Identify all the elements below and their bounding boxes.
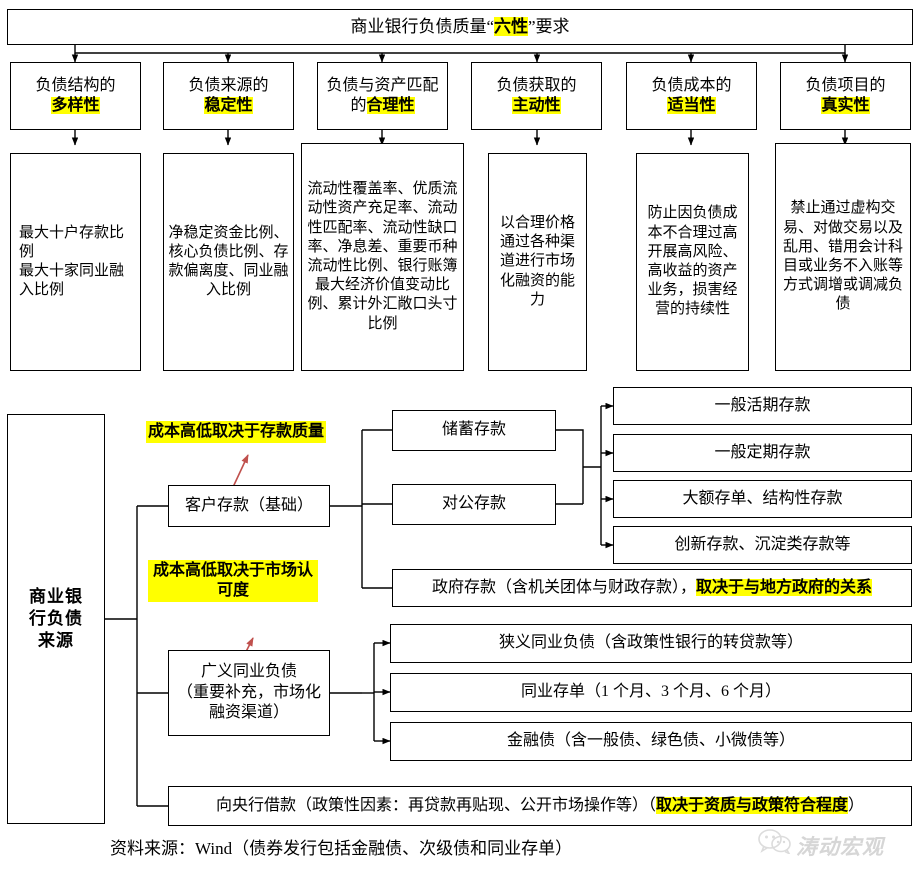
title-highlight: 六性 bbox=[494, 17, 528, 37]
six-label-hl-5: 真实性 bbox=[821, 97, 870, 114]
leaf-ncd-structured-deposits: 大额存单、结构性存款 bbox=[613, 480, 912, 518]
leaf-narrow-interbank-label: 狭义同业负债（含政策性银行的转贷款等） bbox=[498, 634, 803, 652]
six-box-0: 负债结构的 多样性 bbox=[10, 62, 141, 130]
annotation-market-recognition: 成本高低取决于市场认可度 bbox=[148, 560, 318, 602]
six-box-4: 负债成本的 适当性 bbox=[626, 62, 757, 130]
row-central-bank-borrowing: 向央行借款（政策性因素：再贷款再贴现、公开市场操作等）（取决于资质与政策符合程度… bbox=[168, 786, 912, 826]
child-savings-deposits: 储蓄存款 bbox=[392, 410, 556, 451]
central-bank-highlight: 取决于资质与政策符合程度 bbox=[655, 796, 848, 814]
leaf-narrow-interbank: 狭义同业负债（含政策性银行的转贷款等） bbox=[390, 624, 912, 663]
detail-box-2: 流动性覆盖率、优质流动性资产充足率、流动性匹配率、流动性缺口率、净息差、重要币种… bbox=[301, 143, 464, 371]
detail-box-1: 净稳定资金比例、核心负债比例、存款偏离度、同业融入比例 bbox=[163, 153, 294, 371]
government-deposits-plain: 政府存款（含机关团体与财政存款）， bbox=[431, 578, 696, 596]
node-broad-interbank-label: 广义同业负债 （重要补充，市场化融资渠道） bbox=[176, 663, 321, 722]
annotation-market-recognition-text: 成本高低取决于市场认可度 bbox=[152, 562, 313, 599]
six-label-hl-3: 主动性 bbox=[512, 97, 561, 114]
six-box-5: 负债项目的 真实性 bbox=[780, 62, 911, 130]
watermark-text: 涛动宏观 bbox=[796, 835, 884, 859]
six-label-pre-1: 负债来源的 bbox=[188, 76, 269, 94]
leaf-time-deposits: 一般定期存款 bbox=[613, 434, 912, 472]
leaf-demand-deposits: 一般活期存款 bbox=[613, 387, 912, 425]
detail-text-0: 最大十户存款比例 最大十家同业融入比例 bbox=[19, 224, 125, 299]
detail-box-3: 以合理价格通过各种渠道进行市场化融资的能力 bbox=[488, 153, 587, 371]
six-label-pre-4: 负债成本的 bbox=[651, 76, 732, 94]
child-corporate-deposits-label: 对公存款 bbox=[441, 495, 506, 513]
child-savings-deposits-label: 储蓄存款 bbox=[441, 421, 506, 439]
leaf-ncd-label: 同业存单（1 个月、3 个月、6 个月） bbox=[520, 683, 781, 701]
wechat-icon bbox=[758, 828, 792, 859]
detail-text-3: 以合理价格通过各种渠道进行市场化融资的能力 bbox=[499, 215, 575, 308]
top-title-box: 商业银行负债质量“六性”要求 bbox=[7, 9, 913, 45]
source-note: 资料来源：Wind（债券发行包括金融债、次级债和同业存单） bbox=[110, 834, 572, 859]
detail-text-4: 防止因负债成本不合理过高开展高风险、高收益的资产业务，损害经营的持续性 bbox=[647, 205, 738, 318]
detail-box-5: 禁止通过虚构交易、对做交易以及乱用、错用会计科目或业务不入账等方式调增或调减负债 bbox=[775, 143, 911, 371]
leaf-demand-deposits-label: 一般活期存款 bbox=[714, 396, 811, 414]
leaf-innovative-deposits-label: 创新存款、沉淀类存款等 bbox=[674, 535, 851, 553]
root-label: 商业银 行负债 来源 bbox=[29, 587, 83, 650]
leaf-time-deposits-label: 一般定期存款 bbox=[714, 443, 811, 461]
leaf-ncd-structured-deposits-label: 大额存单、结构性存款 bbox=[682, 489, 843, 507]
government-deposits-highlight: 取决于与地方政府的关系 bbox=[696, 578, 873, 596]
six-label-pre-5: 负债项目的 bbox=[805, 76, 886, 94]
six-label-hl-2: 合理性 bbox=[366, 97, 415, 114]
detail-text-2: 流动性覆盖率、优质流动性资产充足率、流动性匹配率、流动性缺口率、净息差、重要币种… bbox=[307, 181, 458, 332]
six-label-hl-1: 稳定性 bbox=[204, 97, 253, 114]
leaf-ncd: 同业存单（1 个月、3 个月、6 个月） bbox=[390, 673, 912, 712]
annotation-deposit-cost-text: 成本高低取决于存款质量 bbox=[148, 423, 325, 440]
row-government-deposits: 政府存款（含机关团体与财政存款），取决于与地方政府的关系 bbox=[392, 569, 912, 607]
six-label-hl-4: 适当性 bbox=[667, 97, 716, 114]
detail-box-4: 防止因负债成本不合理过高开展高风险、高收益的资产业务，损害经营的持续性 bbox=[636, 153, 749, 371]
central-bank-tail: ） bbox=[848, 796, 865, 814]
central-bank-plain: 向央行借款（政策性因素：再贷款再贴现、公开市场操作等）（ bbox=[215, 796, 656, 814]
leaf-financial-bonds: 金融债（含一般债、绿色债、小微债等） bbox=[390, 722, 912, 761]
node-broad-interbank-liabilities: 广义同业负债 （重要补充，市场化融资渠道） bbox=[168, 650, 330, 736]
annotation-deposit-cost: 成本高低取决于存款质量 bbox=[146, 421, 327, 443]
node-customer-deposits-label: 客户存款（基础） bbox=[184, 496, 313, 514]
six-box-1: 负债来源的 稳定性 bbox=[163, 62, 294, 130]
leaf-financial-bonds-label: 金融债（含一般债、绿色债、小微债等） bbox=[506, 732, 795, 750]
detail-text-5: 禁止通过虚构交易、对做交易以及乱用、错用会计科目或业务不入账等方式调增或调减负债 bbox=[782, 200, 903, 313]
six-box-2: 负债与资产匹配的合理性 bbox=[317, 62, 448, 130]
six-label-pre-0: 负债结构的 bbox=[35, 76, 116, 94]
six-label-hl-0: 多样性 bbox=[51, 97, 100, 114]
root-box-liability-source: 商业银 行负债 来源 bbox=[7, 414, 105, 824]
six-label-2: 负债与资产匹配的合理性 bbox=[326, 76, 439, 114]
child-corporate-deposits: 对公存款 bbox=[392, 484, 556, 525]
top-title-text: 商业银行负债质量“六性”要求 bbox=[350, 17, 570, 37]
node-customer-deposits: 客户存款（基础） bbox=[168, 485, 330, 527]
leaf-innovative-deposits: 创新存款、沉淀类存款等 bbox=[613, 526, 912, 564]
six-box-3: 负债获取的 主动性 bbox=[471, 62, 602, 130]
detail-text-1: 净稳定资金比例、核心负债比例、存款偏离度、同业融入比例 bbox=[168, 224, 289, 299]
source-note-text: 资料来源：Wind（债券发行包括金融债、次级债和同业存单） bbox=[110, 839, 573, 858]
detail-box-0: 最大十户存款比例 最大十家同业融入比例 bbox=[10, 153, 141, 371]
six-label-pre-3: 负债获取的 bbox=[496, 76, 577, 94]
